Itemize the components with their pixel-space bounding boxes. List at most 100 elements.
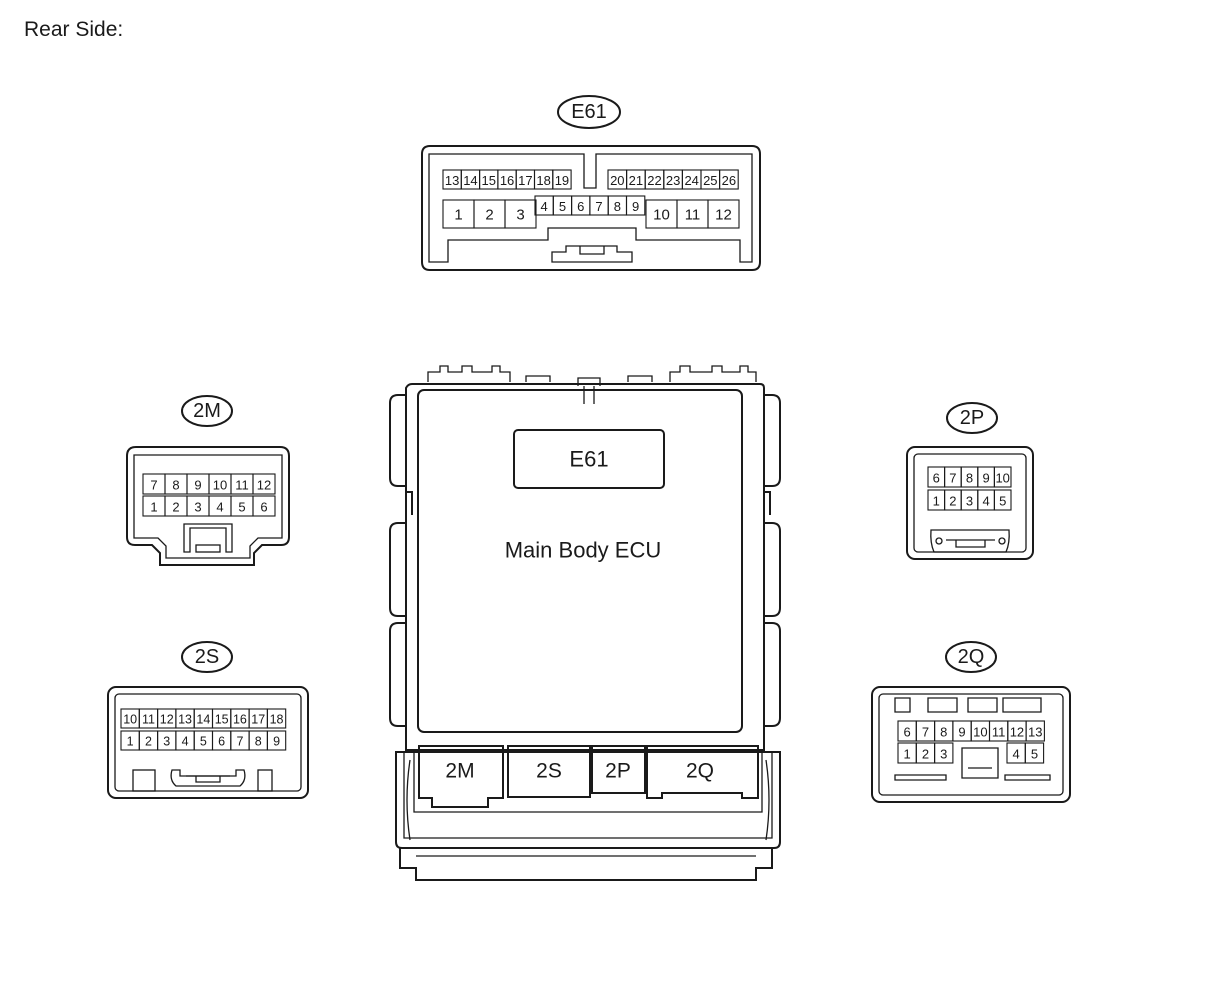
pin-number: 17 — [251, 713, 265, 727]
pin-number: 24 — [684, 173, 698, 188]
ecu-2m-socket — [418, 745, 504, 808]
pin-number: 5 — [238, 500, 245, 515]
pin-cell — [504, 199, 537, 229]
pin-number: 10 — [213, 478, 227, 493]
ecu-2s-socket — [507, 745, 591, 798]
connector-2s-tag-outline — [181, 641, 233, 673]
pin-number: 4 — [216, 500, 223, 515]
pin-number: 4 — [1013, 747, 1020, 762]
pin-cell — [625, 195, 646, 216]
pin-cell — [993, 466, 1012, 488]
pin-number: 25 — [703, 173, 717, 188]
pin-number: 9 — [273, 735, 280, 749]
connector-2p-tag: 2P — [960, 407, 984, 429]
pin-number: 1 — [904, 747, 911, 762]
pin-number: 1 — [933, 494, 940, 509]
pin-number: 10 — [995, 471, 1009, 486]
pin-cell — [252, 473, 276, 495]
pin-number: 5 — [200, 735, 207, 749]
connector-2p-tag-outline — [946, 402, 998, 434]
pin-number: 2 — [922, 747, 929, 762]
pin-cell — [266, 708, 287, 729]
ecu-e61-socket-label: E61 — [569, 447, 608, 472]
pin-number: 26 — [722, 173, 736, 188]
pin-number: 9 — [958, 725, 965, 740]
pin-number: 6 — [577, 199, 584, 214]
pin-number: 7 — [150, 478, 157, 493]
pin-cell — [266, 730, 287, 751]
connector-2m-tag: 2M — [193, 400, 221, 422]
pin-cell — [707, 199, 740, 229]
pin-number: 21 — [629, 173, 643, 188]
connector-e61-tag-outline — [557, 95, 621, 129]
pin-number: 6 — [904, 725, 911, 740]
pin-number: 2 — [172, 500, 179, 515]
pin-number: 11 — [142, 713, 155, 727]
pin-number: 3 — [194, 500, 201, 515]
pin-number: 4 — [982, 494, 989, 509]
pin-cell — [934, 742, 954, 764]
pin-number: 15 — [482, 173, 496, 188]
pin-number: 10 — [653, 207, 670, 224]
pin-number: 5 — [999, 494, 1006, 509]
pin-number: 20 — [610, 173, 624, 188]
connector-2q-tag: 2Q — [958, 646, 985, 668]
pin-number: 8 — [940, 725, 947, 740]
page-heading: Rear Side: — [24, 18, 124, 41]
ecu-2p-socket — [591, 745, 646, 794]
connector-2s-tag: 2S — [195, 646, 219, 668]
pin-number: 6 — [933, 471, 940, 486]
pin-number: 13 — [445, 173, 459, 188]
pin-number: 23 — [666, 173, 680, 188]
pin-number: 2 — [485, 207, 493, 224]
ecu-2q-socket — [646, 745, 759, 799]
pin-number: 11 — [235, 478, 249, 493]
pin-number: 6 — [260, 500, 267, 515]
pin-number: 12 — [160, 713, 174, 727]
pin-number: 8 — [614, 199, 621, 214]
pin-number: 5 — [559, 199, 566, 214]
pin-number: 3 — [516, 207, 524, 224]
connector-e61-tag: E61 — [571, 101, 607, 123]
pin-number: 14 — [196, 713, 210, 727]
pin-number: 11 — [685, 207, 701, 224]
ecu-2m-socket-label: 2M — [445, 760, 474, 783]
pin-number: 9 — [194, 478, 201, 493]
connector-2q-tag-outline — [945, 641, 997, 673]
pin-number: 16 — [233, 713, 247, 727]
ecu-2p-socket-label: 2P — [605, 760, 631, 783]
pin-number: 10 — [973, 725, 987, 740]
pin-cell — [1024, 742, 1045, 764]
pin-number: 3 — [163, 735, 170, 749]
pin-cell — [719, 169, 739, 190]
pin-number: 18 — [270, 713, 284, 727]
pin-number: 13 — [1028, 725, 1042, 740]
pin-number: 10 — [123, 713, 137, 727]
pin-cell — [252, 495, 276, 517]
ecu-2s-socket-label: 2S — [536, 760, 562, 783]
pin-number: 11 — [992, 725, 1006, 740]
pin-number: 5 — [1031, 747, 1038, 762]
ecu-e61-socket — [513, 429, 665, 489]
pin-number: 19 — [555, 173, 569, 188]
pin-number: 7 — [236, 735, 243, 749]
pin-number: 12 — [257, 478, 271, 493]
pin-number: 7 — [922, 725, 929, 740]
pin-number: 15 — [215, 713, 229, 727]
pin-number: 9 — [632, 199, 639, 214]
pin-number: 12 — [1010, 725, 1024, 740]
pin-number: 8 — [966, 471, 973, 486]
pin-number: 18 — [536, 173, 550, 188]
pin-number: 4 — [541, 199, 548, 214]
pin-number: 7 — [595, 199, 602, 214]
pin-number: 4 — [182, 735, 189, 749]
pin-number: 1 — [150, 500, 157, 515]
